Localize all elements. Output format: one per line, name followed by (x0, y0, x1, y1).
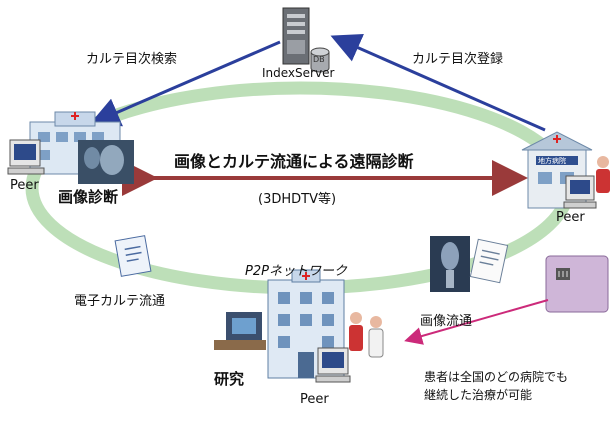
doctor-icon (349, 312, 384, 358)
doctor-icon (596, 156, 610, 193)
document-icon (114, 235, 152, 277)
p2p-network-label: P2Pネットワーク (245, 264, 347, 279)
image-diagnosis-label: 画像診断 (58, 188, 119, 206)
register-arrow (330, 33, 546, 132)
clinic-sign: 地方病院 (538, 157, 566, 165)
ekarte-flow-label: 電子カルテ流通 (74, 294, 166, 309)
xray-icon (430, 236, 470, 292)
computer-icon (7, 139, 45, 175)
card-icon (545, 255, 609, 313)
peer-right-label: Peer (556, 210, 585, 225)
server-label: IndexServer (262, 66, 335, 80)
computer-icon (315, 347, 351, 383)
db-label: DB (313, 55, 325, 64)
image-flow-label: 画像流通 (420, 314, 473, 329)
center-title: 画像とカルテ流通による遠隔診断 (174, 152, 414, 171)
patient-arrow (404, 299, 549, 345)
hospital-icon (267, 269, 345, 379)
register-label: カルテ目次登録 (412, 52, 504, 67)
computer-icon (563, 175, 597, 209)
document-icon (469, 238, 509, 284)
search-label: カルテ目次検索 (86, 52, 178, 67)
patient-note-line1: 患者は全国のどの病院でも (424, 370, 569, 384)
center-subtitle: (3DHDTV等) (258, 192, 337, 207)
search-arrow (89, 40, 281, 127)
peer-left-label: Peer (10, 178, 39, 193)
xray-icon (78, 140, 134, 184)
server-icon (282, 7, 330, 73)
research-label: 研究 (214, 370, 245, 388)
computer-icon (214, 312, 266, 350)
peer-bottom-label: Peer (300, 392, 329, 407)
patient-note-line2: 継続した治療が可能 (424, 388, 533, 402)
